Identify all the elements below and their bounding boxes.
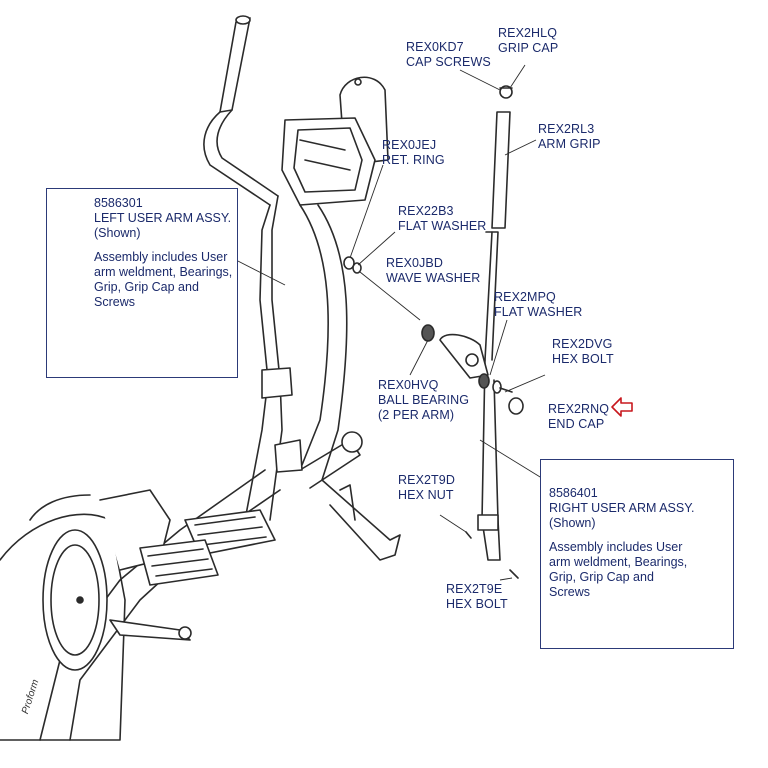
callout-rex2t9d: REX2T9D HEX NUT: [398, 473, 455, 503]
left-assembly-desc-line: arm weldment, Bearings,: [94, 265, 233, 279]
flywheel-housing: [0, 494, 126, 741]
right-assembly-text: 8586401 RIGHT USER ARM ASSY. (Shown) Ass…: [549, 486, 694, 600]
part-name: FLAT WASHER: [494, 305, 583, 319]
callout-rex0hvq: REX0HVQ BALL BEARING (2 PER ARM): [378, 378, 469, 423]
part-code: REX2DVG: [552, 337, 613, 351]
callout-rex2dvg: REX2DVG HEX BOLT: [552, 337, 614, 367]
right-user-arm: [439, 85, 513, 561]
console-neck: [281, 76, 389, 481]
callout-rex0jej: REX0JEJ RET. RING: [382, 138, 445, 168]
part-name: ARM GRIP: [538, 137, 601, 151]
right-assembly-desc-line: Assembly includes User: [549, 540, 683, 554]
callout-rex2mpq: REX2MPQ FLAT WASHER: [494, 290, 582, 320]
part-name: BALL BEARING: [378, 393, 470, 407]
callout-rex22b3: REX22B3 FLAT WASHER: [398, 204, 486, 234]
right-assembly-shown: (Shown): [549, 516, 596, 530]
left-assembly-desc-line: Screws: [94, 295, 135, 309]
left-assembly-text: 8586301 LEFT USER ARM ASSY. (Shown) Asse…: [94, 196, 232, 310]
part-name: RET. RING: [382, 153, 445, 167]
left-assembly-desc-line: Grip, Grip Cap and: [94, 280, 199, 294]
callout-rex2rl3: REX2RL3 ARM GRIP: [538, 122, 601, 152]
callout-rex2t9e: REX2T9E HEX BOLT: [446, 582, 508, 612]
part-name: END CAP: [548, 417, 605, 431]
part-name: CAP SCREWS: [406, 55, 491, 69]
part-code: REX2RL3: [538, 122, 595, 136]
right-assembly-title: RIGHT USER ARM ASSY.: [549, 501, 695, 515]
callout-rex2rnq: REX2RNQ END CAP: [548, 402, 609, 432]
part-name: GRIP CAP: [498, 41, 559, 55]
part-code: REX0KD7: [406, 40, 464, 54]
part-name: FLAT WASHER: [398, 219, 487, 233]
part-code: REX2HLQ: [498, 26, 558, 40]
part-name: HEX BOLT: [446, 597, 508, 611]
right-assembly-desc-line: Screws: [549, 585, 590, 599]
hardware-parts: [343, 256, 524, 579]
right-assembly-part-number: 8586401: [549, 486, 598, 500]
highlight-arrow: [611, 397, 633, 417]
part-name: HEX NUT: [398, 488, 454, 502]
right-assembly-desc-line: arm weldment, Bearings,: [549, 555, 688, 569]
part-name: HEX BOLT: [552, 352, 614, 366]
part-name: WAVE WASHER: [386, 271, 481, 285]
pedal-assembly: [99, 489, 276, 641]
callout-rex0jbd: REX0JBD WAVE WASHER: [386, 256, 480, 286]
main-frame: [39, 367, 401, 741]
left-assembly-shown: (Shown): [94, 226, 141, 240]
part-code: REX0JEJ: [382, 138, 437, 152]
left-assembly-part-number: 8586301: [94, 196, 143, 210]
left-assembly-desc-line: Assembly includes User: [94, 250, 228, 264]
part-code: REX2RNQ: [548, 402, 610, 416]
part-code: REX2MPQ: [494, 290, 556, 304]
left-assembly-box: [46, 188, 238, 378]
right-assembly-desc-line: Grip, Grip Cap and: [549, 570, 654, 584]
part-code: REX2T9D: [398, 473, 455, 487]
callout-rex2hlq: REX2HLQ GRIP CAP: [498, 26, 558, 56]
left-handlebar: [203, 15, 281, 381]
left-assembly-title: LEFT USER ARM ASSY.: [94, 211, 232, 225]
part-code: REX22B3: [398, 204, 454, 218]
right-assembly-box: [540, 459, 734, 649]
leader-lines: [231, 64, 546, 581]
part-code: REX0HVQ: [378, 378, 439, 392]
part-note: (2 PER ARM): [378, 408, 455, 422]
callout-rex0kd7: REX0KD7 CAP SCREWS: [406, 40, 491, 70]
part-code: REX2T9E: [446, 582, 503, 596]
part-code: REX0JBD: [386, 256, 443, 270]
